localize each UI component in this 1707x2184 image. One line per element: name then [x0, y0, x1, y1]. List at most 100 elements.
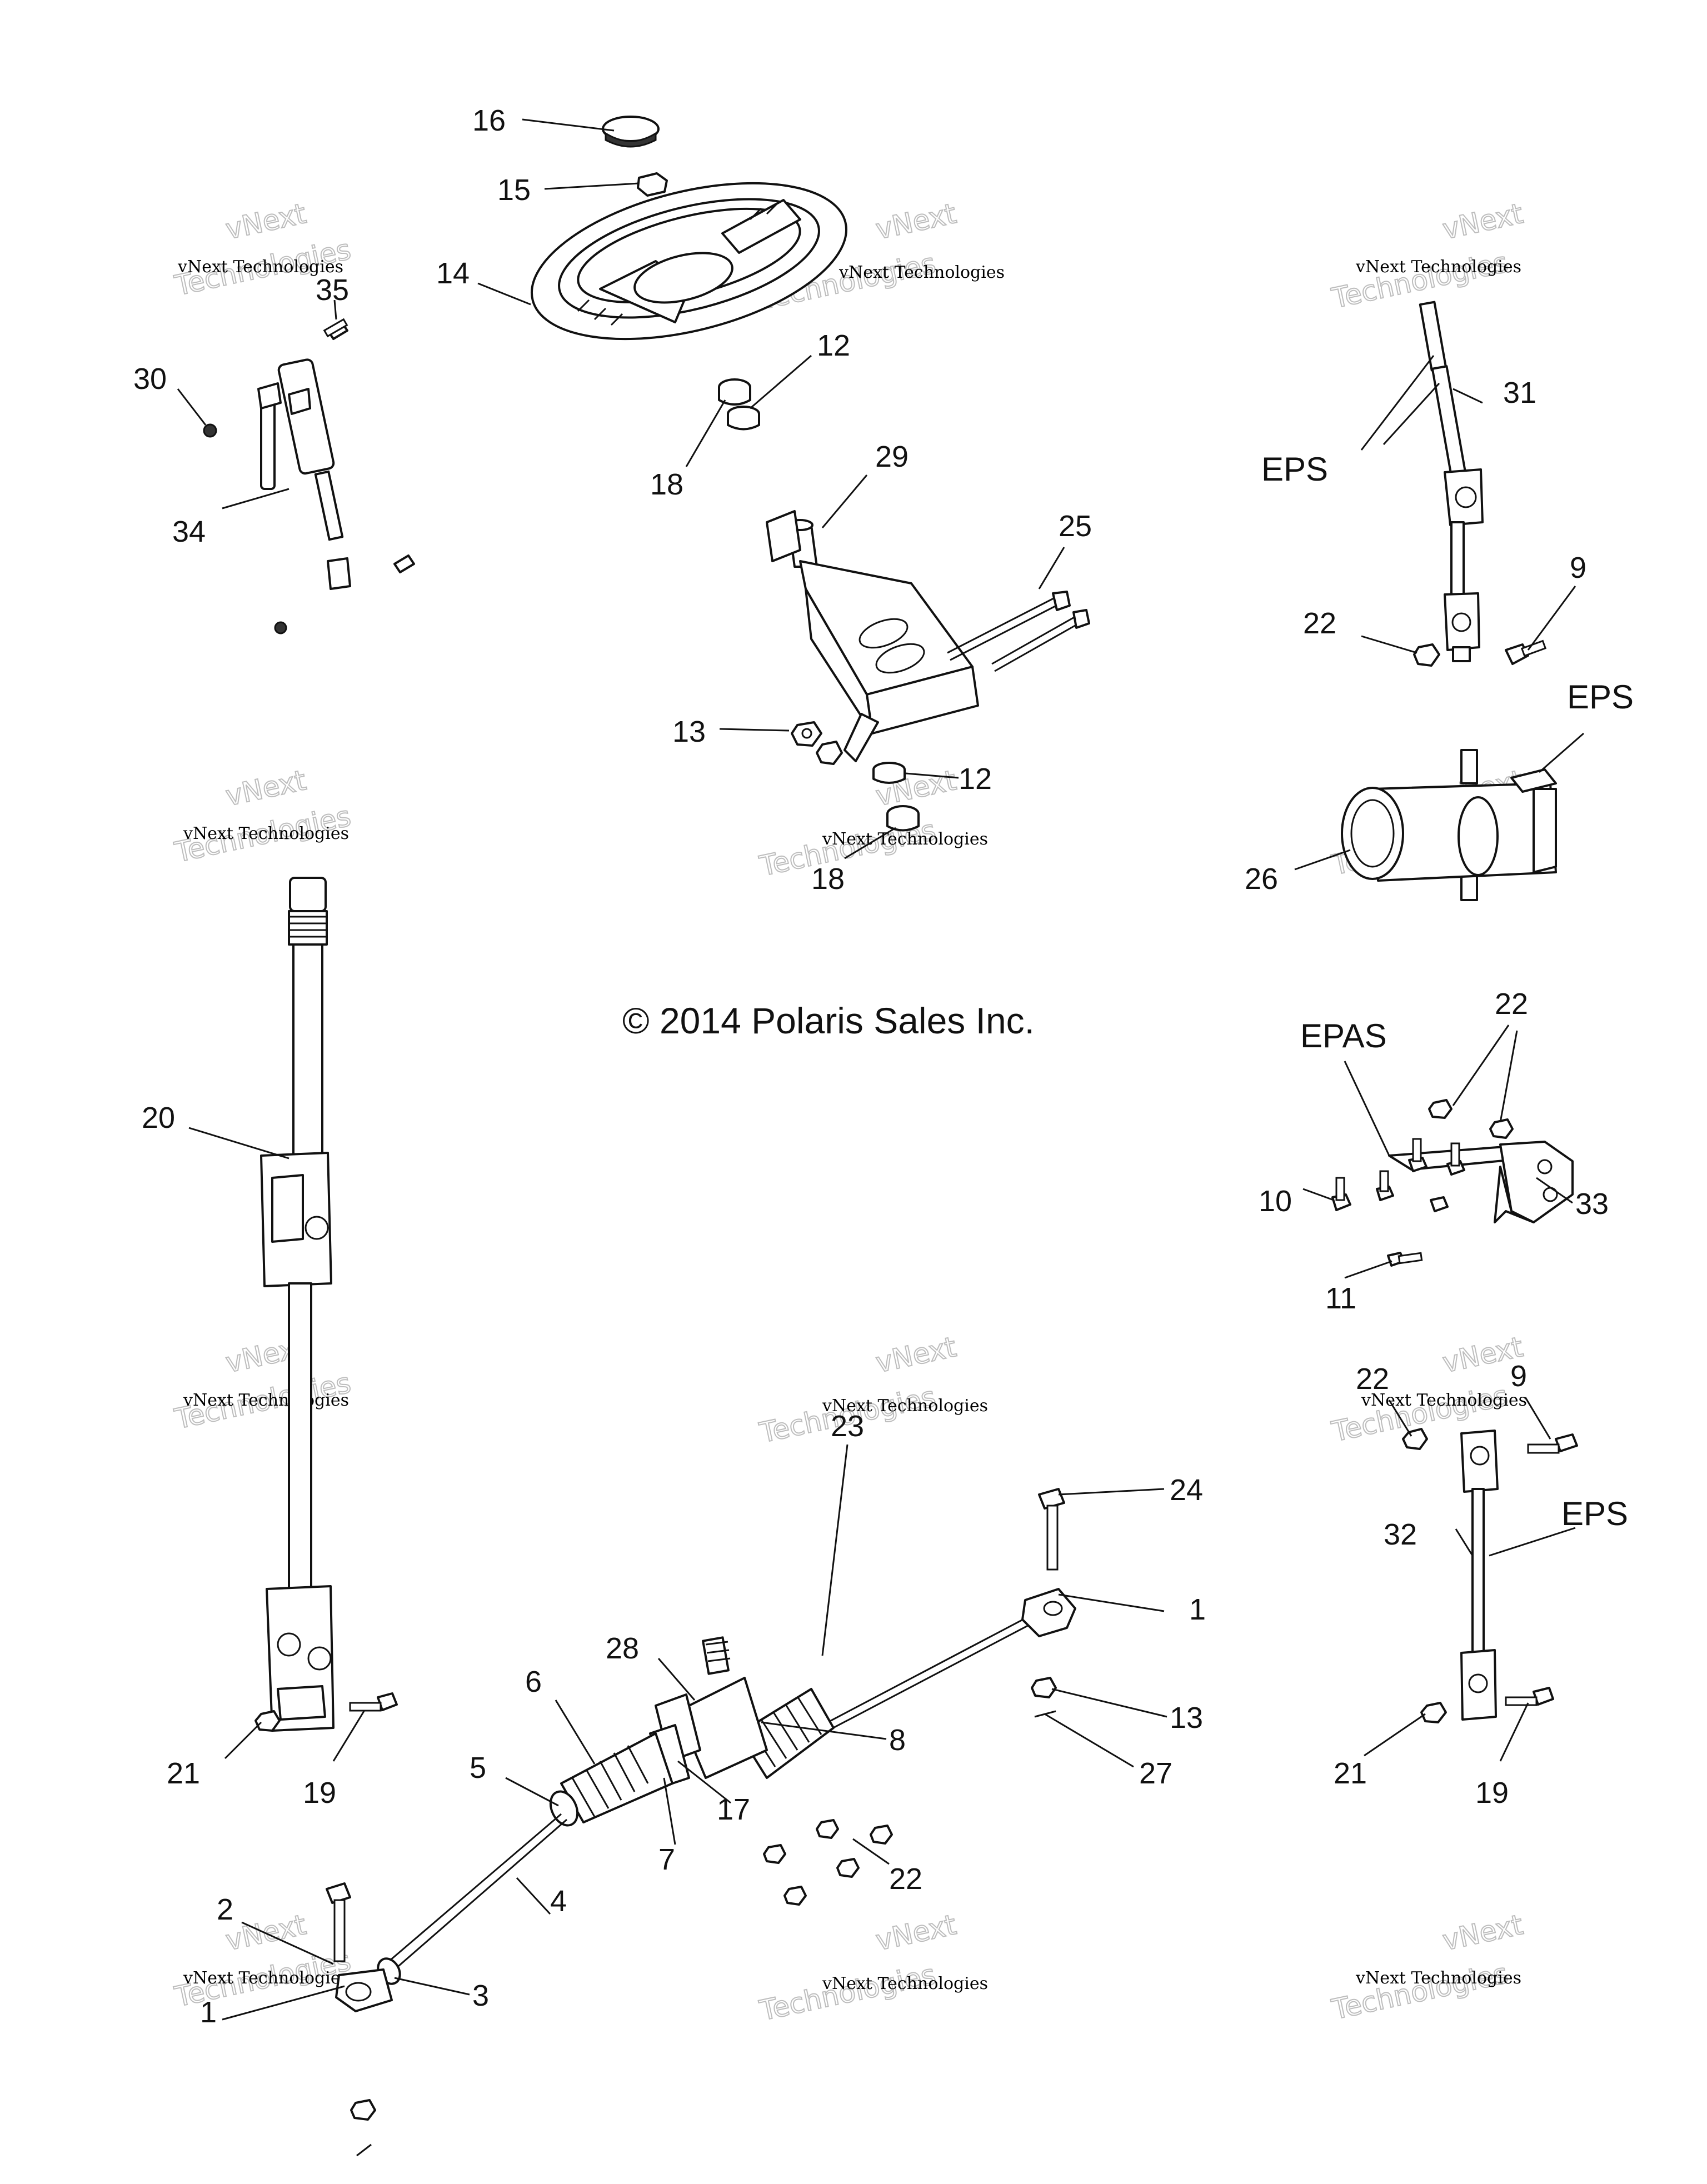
svg-text:vNext Technologies: vNext Technologies — [838, 263, 1005, 282]
bolt-9-lower — [1527, 1433, 1578, 1454]
watermark: vNext Technologies vNext Technologies — [171, 1330, 354, 1436]
nut-21-left — [254, 1710, 281, 1732]
center-cap — [602, 116, 660, 148]
svg-text:vNext: vNext — [223, 764, 309, 812]
tag-eps-motor: EPS — [1567, 678, 1634, 716]
nut-21-right — [1420, 1702, 1447, 1723]
watermark: vNext Technologies vNext Technologies — [1328, 197, 1526, 315]
svg-text:vNext Technologies: vNext Technologies — [183, 1968, 349, 1988]
watermark: vNext Technologies vNext Technologies — [756, 1908, 988, 2027]
callout-26: 26 — [1245, 862, 1278, 896]
bushing-12a — [727, 406, 760, 431]
tag-eps-top: EPS — [1261, 451, 1328, 488]
callout-23: 23 — [831, 1410, 864, 1443]
svg-text:vNext: vNext — [1440, 197, 1526, 246]
callout-17: 17 — [717, 1793, 750, 1826]
eps-upper-shaft — [1419, 301, 1484, 662]
bolt-11 — [1387, 1252, 1423, 1267]
svg-text:vNext: vNext — [1440, 1908, 1526, 1957]
steering-rack — [335, 1588, 1076, 2012]
bolt-9-upper — [1505, 639, 1547, 665]
callout-21-left: 21 — [167, 1757, 200, 1790]
callout-24: 24 — [1170, 1473, 1203, 1507]
bolt-24 — [1038, 1488, 1065, 1571]
callout-32: 32 — [1384, 1518, 1417, 1551]
callout-16: 16 — [472, 104, 506, 137]
eps-motor — [1341, 749, 1557, 901]
callout-30: 30 — [133, 362, 167, 396]
steering-shaft — [260, 877, 335, 1732]
callout-9-lower: 9 — [1510, 1360, 1527, 1393]
callout-29: 29 — [875, 440, 909, 473]
callout-6: 6 — [525, 1665, 542, 1698]
callout-22-epas: 22 — [1495, 987, 1528, 1021]
callout-5: 5 — [470, 1751, 486, 1785]
bushing-18b — [886, 805, 920, 832]
bolt-2 — [326, 1882, 351, 1962]
bolt-35 — [323, 318, 348, 340]
steering-column-bracket — [766, 510, 979, 762]
leader-lines — [177, 118, 1584, 2021]
epas-bracket — [1388, 1141, 1574, 1223]
callout-9-upper: 9 — [1570, 551, 1586, 584]
svg-text:vNext: vNext — [223, 197, 309, 246]
callout-19-right: 19 — [1475, 1776, 1509, 1810]
callout-31: 31 — [1503, 376, 1536, 409]
nut-small-lower — [274, 621, 287, 634]
callout-10: 10 — [1259, 1185, 1292, 1218]
callout-28: 28 — [606, 1632, 639, 1665]
nuts-22-rack — [763, 1819, 893, 1906]
bolt-34-lower — [393, 554, 415, 573]
callout-20: 20 — [142, 1101, 175, 1135]
svg-text:vNext Technologies: vNext Technologies — [177, 257, 343, 277]
callout-18-upper: 18 — [650, 468, 683, 501]
svg-text:vNext Technologies: vNext Technologies — [1361, 1391, 1527, 1410]
bushing-lower — [872, 762, 920, 832]
nut-13-right — [1031, 1677, 1057, 1698]
callout-2: 2 — [217, 1893, 233, 1926]
nuts-13-upper — [791, 721, 843, 765]
callout-14: 14 — [436, 257, 470, 290]
steering-nut — [637, 172, 668, 197]
watermarks: vNext Technologies vNext Technologies vN… — [171, 197, 1527, 2027]
callout-4: 4 — [550, 1885, 567, 1918]
callout-12-upper: 12 — [817, 329, 850, 362]
watermark: vNext Technologies vNext Technologies — [171, 763, 354, 869]
callout-13-right: 13 — [1170, 1701, 1203, 1735]
nut-30 — [203, 423, 217, 438]
callout-22-lower: 22 — [1356, 1362, 1389, 1396]
nut-22-lower-right — [1402, 1428, 1428, 1450]
svg-text:vNext Technologies: vNext Technologies — [1355, 1968, 1521, 1988]
callout-1-left: 1 — [200, 1996, 217, 2029]
callout-11: 11 — [1325, 1282, 1356, 1315]
watermark: vNext Technologies vNext Technologies — [171, 1908, 354, 2013]
watermark: vNext Technologies vNext Technologies — [1328, 1908, 1526, 2026]
callout-18-lower: 18 — [811, 862, 845, 896]
svg-text:vNext Technologies: vNext Technologies — [822, 1974, 988, 1993]
svg-text:Technologies: Technologies — [1329, 1957, 1510, 2026]
svg-text:vNext Technologies: vNext Technologies — [183, 824, 349, 843]
svg-text:vNext: vNext — [873, 1908, 959, 1957]
tilt-cylinder-group — [203, 318, 415, 634]
callout-35: 35 — [316, 273, 349, 307]
callout-22-rack: 22 — [889, 1862, 922, 1896]
callout-3: 3 — [472, 1979, 489, 2012]
callout-21-right: 21 — [1334, 1757, 1367, 1790]
callout-33: 33 — [1575, 1187, 1609, 1221]
long-bolts-25 — [947, 591, 1090, 672]
steering-wheel-group — [530, 116, 848, 341]
watermark: vNext Technologies vNext Technologies — [1328, 1330, 1527, 1448]
callout-34: 34 — [172, 515, 206, 548]
copyright-text: © 2014 Polaris Sales Inc. — [622, 1000, 1035, 1041]
callout-25: 25 — [1059, 509, 1092, 543]
svg-text:vNext Technologies: vNext Technologies — [822, 829, 988, 849]
callout-22-upper: 22 — [1303, 607, 1336, 640]
bolt-19-right — [1505, 1687, 1554, 1706]
svg-text:vNext Technologies: vNext Technologies — [822, 1396, 988, 1416]
callout-labels: 16 15 14 35 30 34 12 18 29 25 13 12 18 3… — [133, 104, 1634, 2029]
svg-text:vNext Technologies: vNext Technologies — [1355, 257, 1521, 277]
callout-27: 27 — [1139, 1757, 1172, 1790]
bolts-10-epas — [1331, 1138, 1465, 1212]
tag-eps-lower: EPS — [1561, 1495, 1628, 1532]
